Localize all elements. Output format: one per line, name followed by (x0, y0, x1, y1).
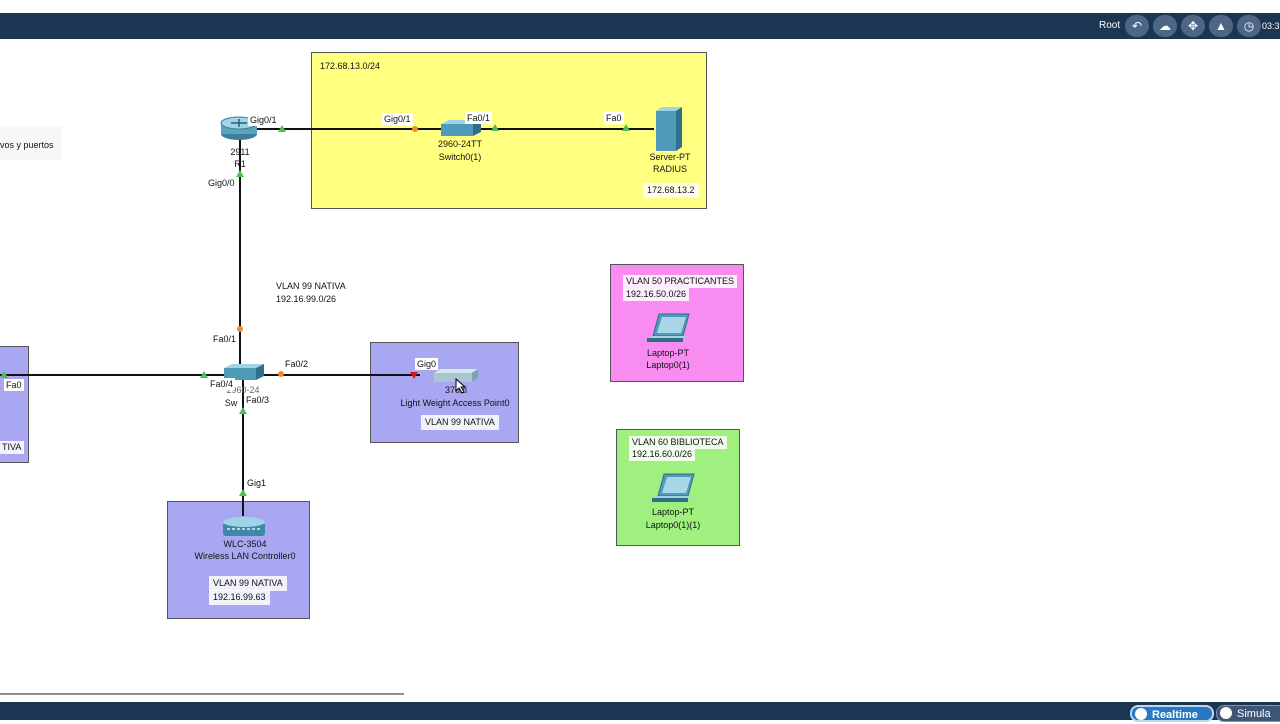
palette-panel: vos y puertos (0, 126, 62, 160)
link-r1-switch (239, 137, 241, 377)
laptop-icon (652, 473, 695, 502)
top-toolbar: Root ↶ ☁ ✥ ▲ ◷ 03:3 (0, 0, 1280, 40)
move-icon[interactable]: ✥ (1181, 15, 1205, 37)
link-status-up (622, 124, 630, 131)
stopwatch-icon (1220, 707, 1232, 719)
left-area-label: TIVA (0, 441, 25, 454)
laptop-2-name: Laptop0(1)(1) (645, 520, 701, 530)
clock-icon[interactable]: ◷ (1237, 15, 1261, 37)
link-status-up (278, 125, 286, 132)
toolbar-strip: Root ↶ ☁ ✥ ▲ ◷ 03:3 (0, 13, 1280, 39)
native-vlan-note: VLAN 99 NATIVA (273, 280, 349, 293)
wlc-icon (223, 517, 265, 536)
ap-area-label: VLAN 99 NATIVA (421, 415, 499, 430)
main-switch-model: 2960-24 (226, 385, 260, 395)
main-switch[interactable] (220, 362, 266, 387)
link-status-up (239, 407, 247, 414)
native-vlan-subnet: 192.16.99.0/26 (273, 293, 340, 306)
laptop-1-model: Laptop-PT (646, 348, 690, 358)
link-status-down (410, 372, 418, 379)
port-label: Fa0/1 (211, 333, 239, 345)
switch-icon (224, 364, 264, 380)
cloud-icon[interactable]: ☁ (1153, 15, 1177, 37)
laptop-1[interactable] (645, 312, 693, 353)
port-label: Fa0/2 (283, 358, 311, 370)
link-status-negotiating (412, 126, 418, 132)
access-point-icon (434, 369, 478, 382)
wlc-model: WLC-3504 (223, 539, 267, 549)
port-label: Gig0/1 (382, 113, 413, 125)
mouse-cursor-icon (455, 378, 467, 394)
root-label[interactable]: Root (1099, 20, 1121, 31)
router-name: R1 (234, 159, 246, 169)
main-switch-name: Sw (224, 398, 238, 408)
link-status-up (236, 170, 244, 177)
server-ip: 172.68.13.2 (643, 183, 699, 198)
clock-text: 03:3 (1262, 21, 1280, 31)
back-arrow-icon[interactable]: ↶ (1125, 15, 1149, 37)
vlan60-subnet: 192.16.60.0/26 (629, 448, 696, 461)
server-network-label: 172.68.13.0/24 (317, 60, 384, 73)
link-status-up (239, 489, 247, 496)
vlan60-title: VLAN 60 BIBLIOTECA (629, 436, 727, 449)
link-left-switch-ap (0, 374, 420, 376)
wlc-area-ip: 192.16.99.63 (209, 590, 270, 605)
wireless-lan-controller[interactable] (221, 516, 267, 543)
wlc-name: Wireless LAN Controller0 (194, 551, 296, 561)
image-icon[interactable]: ▲ (1209, 15, 1233, 37)
realtime-label: Realtime (1152, 709, 1198, 721)
port-label: Fa0/3 (244, 394, 272, 406)
laptop-1-name: Laptop0(1) (646, 360, 690, 370)
port-label: Gig1 (245, 477, 269, 489)
realtime-button[interactable]: Realtime (1130, 705, 1214, 722)
link-status-up (200, 371, 208, 378)
laptop-icon (647, 313, 690, 342)
link-status-negotiating (278, 371, 284, 377)
access-point[interactable] (432, 367, 480, 388)
link-status-up (0, 371, 8, 378)
left-area[interactable]: TIVA (0, 346, 29, 463)
router-model: 2911 (230, 147, 250, 157)
laptop-2[interactable] (650, 472, 698, 513)
vlan50-subnet: 192.16.50.0/26 (623, 288, 690, 301)
clock-icon (1135, 708, 1147, 720)
port-label: Fa0/1 (465, 112, 493, 124)
vlan50-area[interactable]: VLAN 50 PRACTICANTES 192.16.50.0/26 (610, 264, 744, 382)
server-model: Server-PT (649, 152, 691, 162)
logical-workspace[interactable]: vos y puertos 172.68.13.0/24 VLAN 50 PRA… (0, 40, 1280, 690)
port-label: Gig0 (415, 358, 439, 370)
link-status-up (491, 124, 499, 131)
port-label: Gig0/0 (206, 177, 237, 189)
port-label: Gig0/1 (248, 114, 279, 126)
simulation-button[interactable]: Simula (1216, 705, 1280, 722)
vlan50-title: VLAN 50 PRACTICANTES (623, 275, 738, 288)
link-switch-wlc (242, 378, 244, 516)
bottom-mode-bar: Realtime Simula (0, 702, 1280, 722)
access-point-area[interactable]: VLAN 99 NATIVA (370, 342, 519, 443)
scrollbar-thumb[interactable] (0, 693, 404, 695)
wlc-area-vlan: VLAN 99 NATIVA (209, 576, 287, 591)
server-name: RADIUS (652, 164, 687, 174)
link-status-negotiating (237, 326, 243, 332)
laptop-2-model: Laptop-PT (651, 507, 695, 517)
port-label: Fa0/4 (208, 378, 236, 390)
server-icon (656, 107, 682, 151)
server-radius[interactable] (654, 105, 684, 156)
switch0-1-name: Switch0(1) (438, 152, 482, 162)
palette-hint: vos y puertos (0, 140, 54, 150)
simulation-label: Simula (1237, 708, 1271, 720)
horizontal-scrollbar[interactable] (0, 690, 1280, 702)
switch0-1-model: 2960-24TT (437, 139, 483, 149)
port-label: Fa0 (4, 379, 24, 391)
port-label: Fa0 (604, 112, 624, 124)
ap-name: Light Weight Access Point0 (400, 398, 510, 408)
server-network-area[interactable]: 172.68.13.0/24 (311, 52, 707, 209)
